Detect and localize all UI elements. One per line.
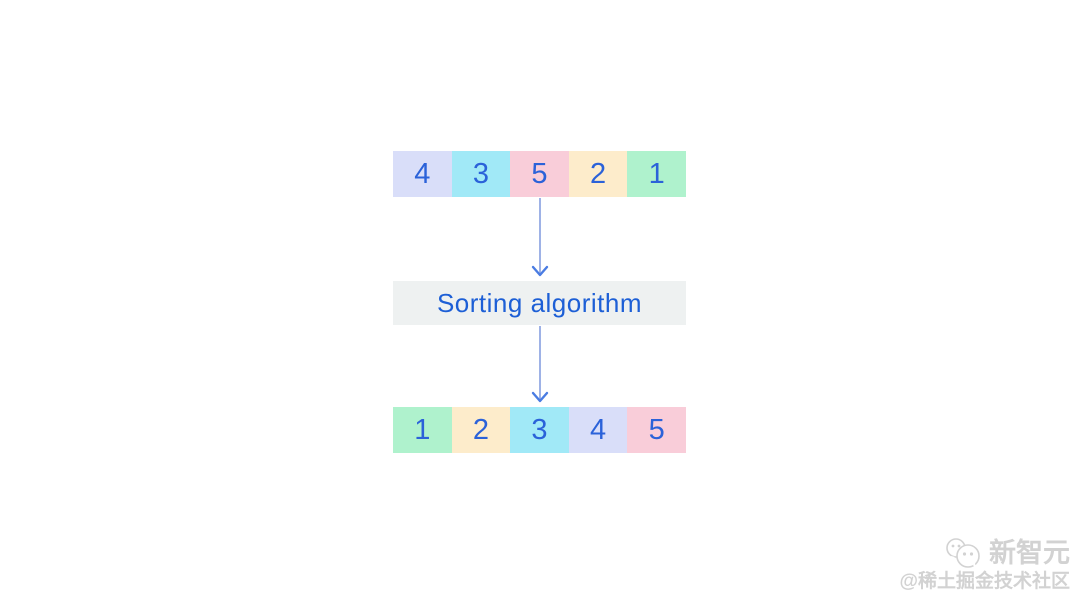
watermark-brand-line: 新智元: [899, 537, 1070, 569]
watermark-community-text: @稀土掘金技术社区: [899, 571, 1070, 592]
number-cell: 5: [510, 151, 569, 197]
number-cell: 4: [393, 151, 452, 197]
number-cell: 2: [568, 151, 628, 197]
watermark-brand-text: 新智元: [989, 538, 1070, 568]
arrow-down-input-to-process: [531, 198, 549, 277]
arrow-down-process-to-output: [531, 326, 549, 403]
number-cell: 1: [393, 407, 452, 453]
number-cell: 2: [451, 407, 511, 453]
watermark: 新智元 @稀土掘金技术社区: [899, 537, 1070, 594]
wechat-icon: [943, 537, 983, 569]
number-cell: 1: [627, 151, 686, 197]
number-cell: 3: [451, 151, 511, 197]
number-cell: 3: [510, 407, 569, 453]
number-cell: 5: [627, 407, 686, 453]
number-cell: 4: [568, 407, 628, 453]
sorting-algorithm-box: Sorting algorithm: [393, 281, 686, 325]
